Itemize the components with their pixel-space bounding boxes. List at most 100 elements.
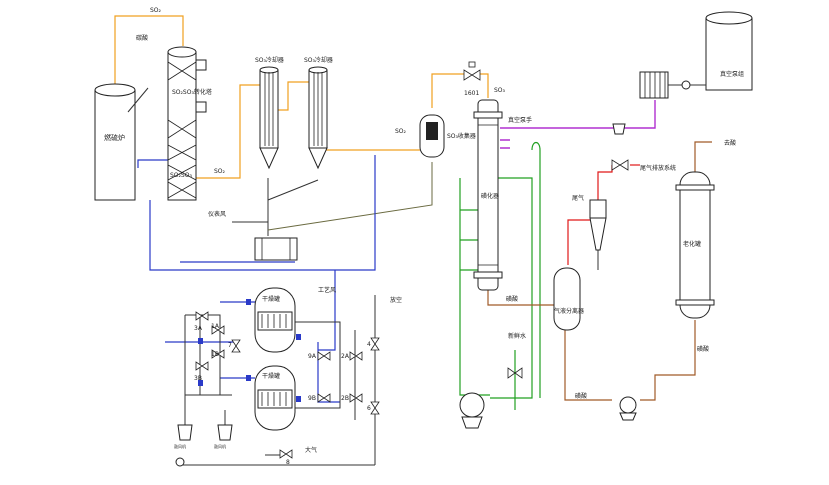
label-instrument-air: 仪表风 [208, 210, 226, 218]
so3-condenser-2 [308, 66, 328, 170]
valve-3a[interactable] [195, 311, 209, 321]
dryer-valve-marker-1 [246, 299, 251, 305]
air-main-loop [149, 155, 376, 271]
label-so2-left: SO₂ [214, 168, 226, 175]
label-tower-base: SO₂SO₃ [170, 172, 192, 179]
label-tower-waste: 碳酸 [136, 34, 148, 42]
so3-collector [419, 114, 445, 158]
sulfur-furnace [94, 83, 149, 201]
dryer-tank-2 [254, 365, 296, 431]
water-return-line [490, 177, 533, 399]
label-pump-top: 真空泵组 [720, 70, 744, 78]
label-so3-top: SO₃ [494, 87, 506, 94]
label-fan-2: 鼓风机 [214, 443, 226, 449]
aging-feed-line [640, 320, 696, 401]
valve-2b[interactable] [349, 393, 363, 403]
tail-gas-line [567, 165, 613, 265]
dryer-cross-line [317, 342, 340, 403]
label-v1a: 1A [211, 323, 220, 330]
label-condenser-1: SO₃冷却器 [255, 56, 284, 64]
label-so2-top: SO₂ [150, 7, 162, 14]
label-v7: 7 [228, 342, 232, 349]
label-vent: 放空 [390, 296, 402, 304]
label-fan-1: 鼓风机 [174, 443, 186, 449]
converter-tower [167, 46, 207, 201]
air-filter [175, 457, 185, 467]
water-riser [531, 141, 541, 398]
acid-pump [619, 396, 637, 421]
cyclone [589, 199, 607, 251]
dryer-tank-1 [254, 287, 296, 353]
valve-8[interactable] [279, 449, 293, 459]
valve-3b[interactable] [195, 361, 209, 371]
valve-9b[interactable] [317, 393, 331, 403]
aging-tank [675, 171, 715, 319]
blower-1 [177, 424, 193, 441]
label-v1b: 1B [211, 351, 219, 358]
vacuum-radiator [639, 71, 706, 99]
sulfonator-column [473, 99, 503, 291]
fresh-water-valve[interactable] [507, 367, 523, 379]
label-v3b: 3B [194, 375, 202, 382]
vacuum-line-branch [500, 139, 510, 149]
aging-out-line [694, 141, 712, 175]
water-loop [459, 178, 490, 396]
bottom-air-loop [180, 454, 375, 466]
label-converter: SO₂SO₃转化塔 [172, 88, 212, 96]
dryer-valve-marker-2 [246, 375, 251, 381]
label-so2-mid: SO₂ [395, 128, 407, 135]
condensate-line [267, 178, 319, 236]
so3-condenser-1 [259, 66, 279, 170]
label-v3a: 3A [194, 325, 203, 332]
label-v8: 8 [286, 459, 290, 466]
so3-to-sulfonator-line [431, 73, 465, 108]
label-acid-b: 磺酸 [697, 345, 709, 353]
valve-2a[interactable] [349, 351, 363, 361]
valve-1b[interactable] [211, 349, 225, 359]
label-v6: 6 [367, 405, 371, 412]
valve-4[interactable] [370, 337, 380, 351]
so3-sulfonator-top-line [478, 73, 489, 98]
label-furnace: 燃硫炉 [104, 133, 125, 142]
label-air-in: 大气 [305, 446, 317, 454]
label-v9a: 9A [308, 353, 317, 360]
valve-1a[interactable] [211, 325, 225, 335]
collector-return-line [267, 162, 433, 231]
label-gas-in: 尾气 [572, 194, 584, 202]
valve-6[interactable] [370, 401, 380, 415]
label-process-air: 工艺风 [318, 286, 336, 294]
label-condenser-2: SO₃冷却器 [304, 56, 333, 64]
blower-2 [217, 424, 233, 441]
dryer-air-line [318, 270, 336, 351]
label-valve-1601: 1601 [464, 90, 479, 97]
dryer-valve-marker-4 [198, 380, 203, 386]
label-v2a: 2A [341, 353, 350, 360]
valve-1601[interactable] [463, 61, 481, 81]
vacuum-pot [612, 123, 626, 135]
so2-top-line [114, 15, 184, 88]
label-aging-tank: 老化罐 [683, 240, 701, 248]
vacuum-tank [705, 11, 753, 91]
valve-9a[interactable] [317, 351, 331, 361]
label-acid-a: 磺酸 [506, 295, 518, 303]
so2-condenser-link-line [275, 81, 313, 111]
gas-liquid-separator [553, 267, 581, 331]
dryer-valve-marker-6 [296, 396, 301, 402]
air-receiver [254, 237, 298, 261]
label-v2b: 2B [341, 395, 349, 402]
dryer-valve-marker-3 [198, 338, 203, 344]
label-v9b: 9B [308, 395, 316, 402]
tail-gas-valve[interactable] [611, 159, 629, 171]
valve-7[interactable] [231, 339, 241, 353]
label-recycle-pump: 真空泵手 [508, 116, 532, 124]
label-dryer-2: 干燥罐 [262, 372, 280, 380]
label-v4: 4 [367, 341, 371, 348]
label-to-out: 去酸 [724, 139, 736, 147]
air-to-furnace-line [137, 159, 168, 168]
label-acid-c: 磺酸 [575, 392, 587, 400]
separator-drain-line [564, 330, 612, 401]
label-dryer-1: 干燥罐 [262, 295, 280, 303]
label-tail-gas: 尾气排放系统 [640, 164, 676, 172]
